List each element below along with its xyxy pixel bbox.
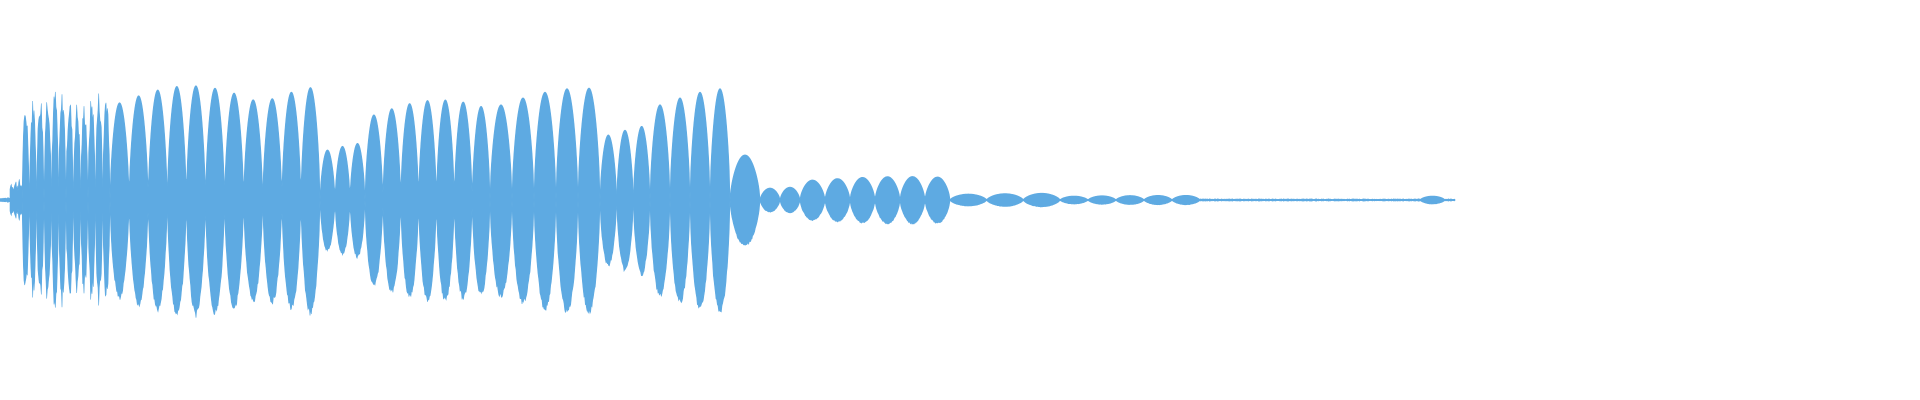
waveform-shape (0, 85, 1456, 318)
